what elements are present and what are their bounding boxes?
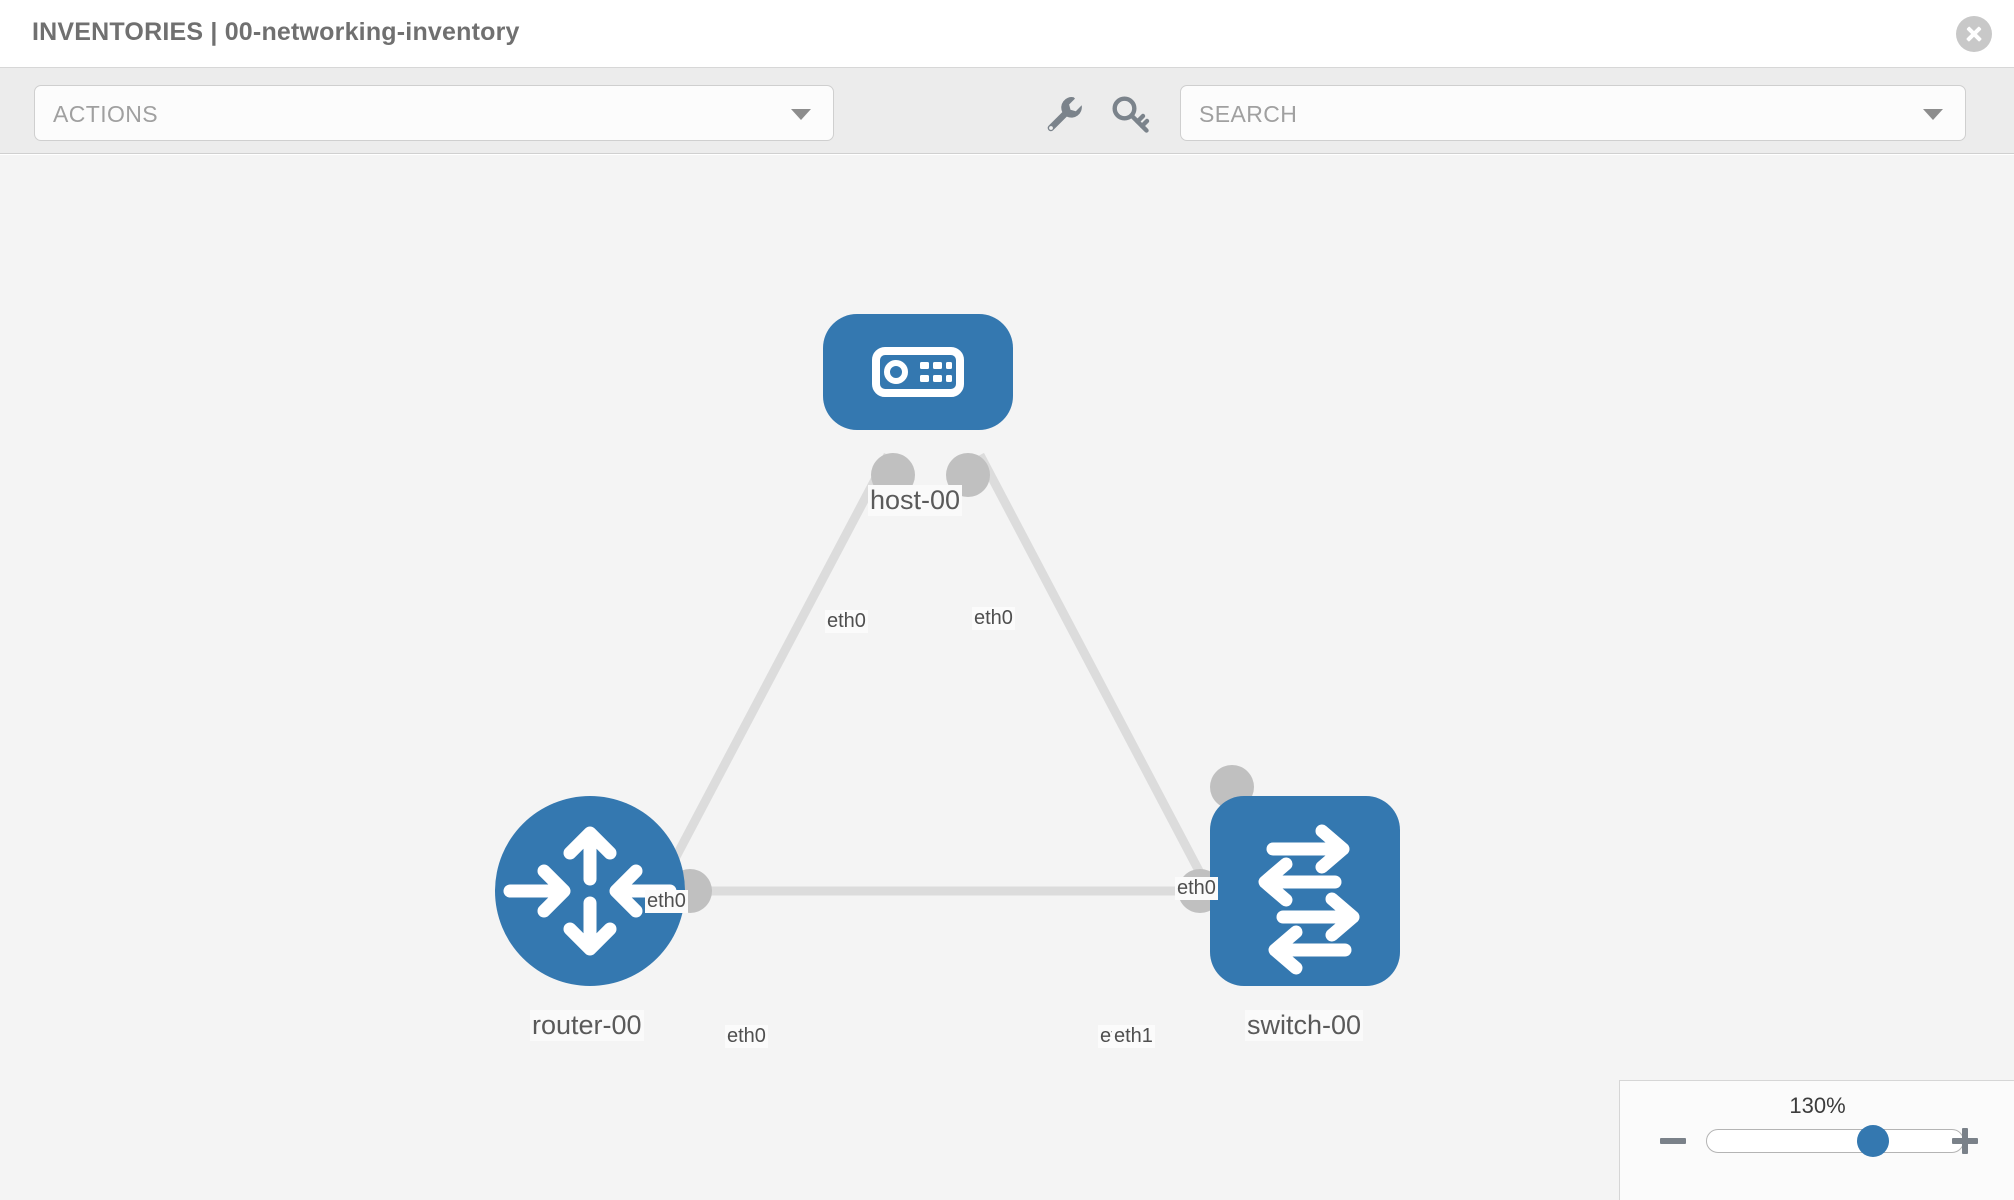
search-input[interactable]: SEARCH (1180, 85, 1966, 141)
node-label-host-00: host-00 (868, 485, 963, 516)
actions-dropdown-label: ACTIONS (53, 101, 159, 127)
interface-label-router00-eth0-uplink: eth0 (645, 890, 688, 913)
link-host00-switch00 (976, 452, 1242, 948)
interface-label-switch00-eth0-uplink: eth0 (1175, 877, 1218, 900)
node-label-switch-00: switch-00 (1245, 1010, 1364, 1041)
close-icon[interactable] (1956, 16, 1992, 52)
node-switch-00 (1210, 796, 1400, 986)
plus-icon-bar-v (1962, 1128, 1968, 1154)
interface-label-host00-eth0-left: eth0 (825, 610, 868, 633)
key-icon[interactable] (1110, 92, 1152, 134)
link-layer (636, 452, 1242, 948)
topology-canvas[interactable]: eth0 eth0 eth0 eth0 eth0 eth0 eth1 host-… (0, 155, 2014, 1200)
page-title: INVENTORIES | 00-networking-inventory (32, 18, 520, 46)
minus-icon[interactable] (1658, 1126, 1688, 1156)
zoom-slider-thumb[interactable] (1857, 1125, 1889, 1157)
chevron-down-icon (791, 109, 811, 120)
actions-dropdown[interactable]: ACTIONS (34, 85, 834, 141)
link-host00-router00 (636, 452, 892, 928)
zoom-control: 130% (1619, 1080, 2014, 1200)
server-icon (872, 347, 964, 397)
interface-label-host00-eth0-right: eth0 (972, 607, 1015, 630)
zoom-percent-label: 130% (1789, 1093, 1846, 1118)
search-placeholder: SEARCH (1199, 101, 1298, 127)
interface-label-router00-eth0: eth0 (725, 1025, 768, 1048)
topology-graph (495, 314, 1400, 986)
port-layer (668, 453, 1254, 913)
node-host-00 (823, 314, 1013, 430)
wrench-icon[interactable] (1042, 92, 1084, 134)
node-label-router-00: router-00 (530, 1010, 644, 1041)
plus-icon[interactable] (1950, 1126, 1980, 1156)
zoom-slider-track[interactable] (1706, 1129, 1964, 1153)
interface-label-switch00-eth1: eth1 (1112, 1025, 1155, 1048)
app-header: INVENTORIES | 00-networking-inventory (0, 0, 2014, 68)
chevron-down-icon (1923, 109, 1943, 120)
minus-icon-bar (1660, 1138, 1686, 1144)
switch-arrows-icon (1258, 824, 1360, 975)
